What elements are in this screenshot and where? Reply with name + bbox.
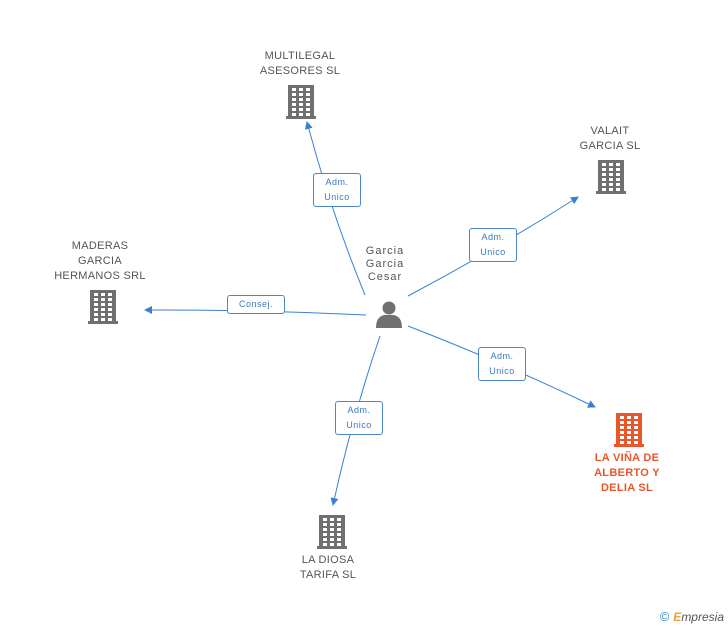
person-icon[interactable]	[376, 301, 402, 329]
person-name[interactable]: Garcia Garcia Cesar	[365, 245, 405, 283]
relation-label-vina: Adm.Unico	[478, 347, 526, 381]
building-icon[interactable]	[614, 413, 644, 447]
building-icon[interactable]	[317, 515, 347, 549]
building-icon[interactable]	[286, 85, 316, 119]
company-label-multilegal[interactable]: MULTILEGAL ASESORES SL	[259, 50, 341, 77]
company-label-vina[interactable]: LA VIÑA DE ALBERTO Y DELIA SL	[594, 452, 660, 494]
footer-brand: ©Empresia	[659, 609, 724, 624]
relation-label-diosa: Adm.Unico	[335, 401, 383, 435]
building-icon[interactable]	[88, 290, 118, 324]
relation-edge-multilegal	[304, 121, 366, 296]
relation-label-valait: Adm.Unico	[469, 228, 517, 262]
building-icon[interactable]	[596, 160, 626, 194]
company-label-diosa[interactable]: LA DIOSA TARIFA SL	[299, 554, 357, 581]
relation-label-multilegal: Adm.Unico	[313, 173, 361, 207]
company-label-valait[interactable]: VALAIT GARCIA SL	[579, 125, 641, 152]
copyright-icon: ©	[659, 609, 670, 624]
relation-label-maderas: Consej.	[227, 295, 285, 314]
company-label-maderas[interactable]: MADERAS GARCIA HERMANOS SRL	[54, 240, 146, 282]
